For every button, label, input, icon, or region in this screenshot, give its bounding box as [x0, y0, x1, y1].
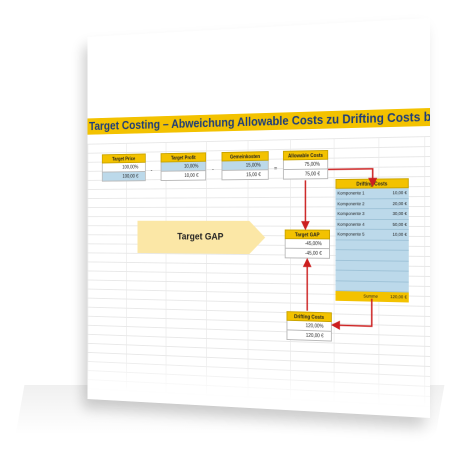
arrow-table-to-drifting	[336, 298, 372, 326]
spreadsheet-page: Target Costing – Abweichung Allowable Co…	[87, 18, 430, 418]
arrow-allowable-to-table	[328, 169, 373, 183]
connector-arrows	[87, 18, 430, 418]
